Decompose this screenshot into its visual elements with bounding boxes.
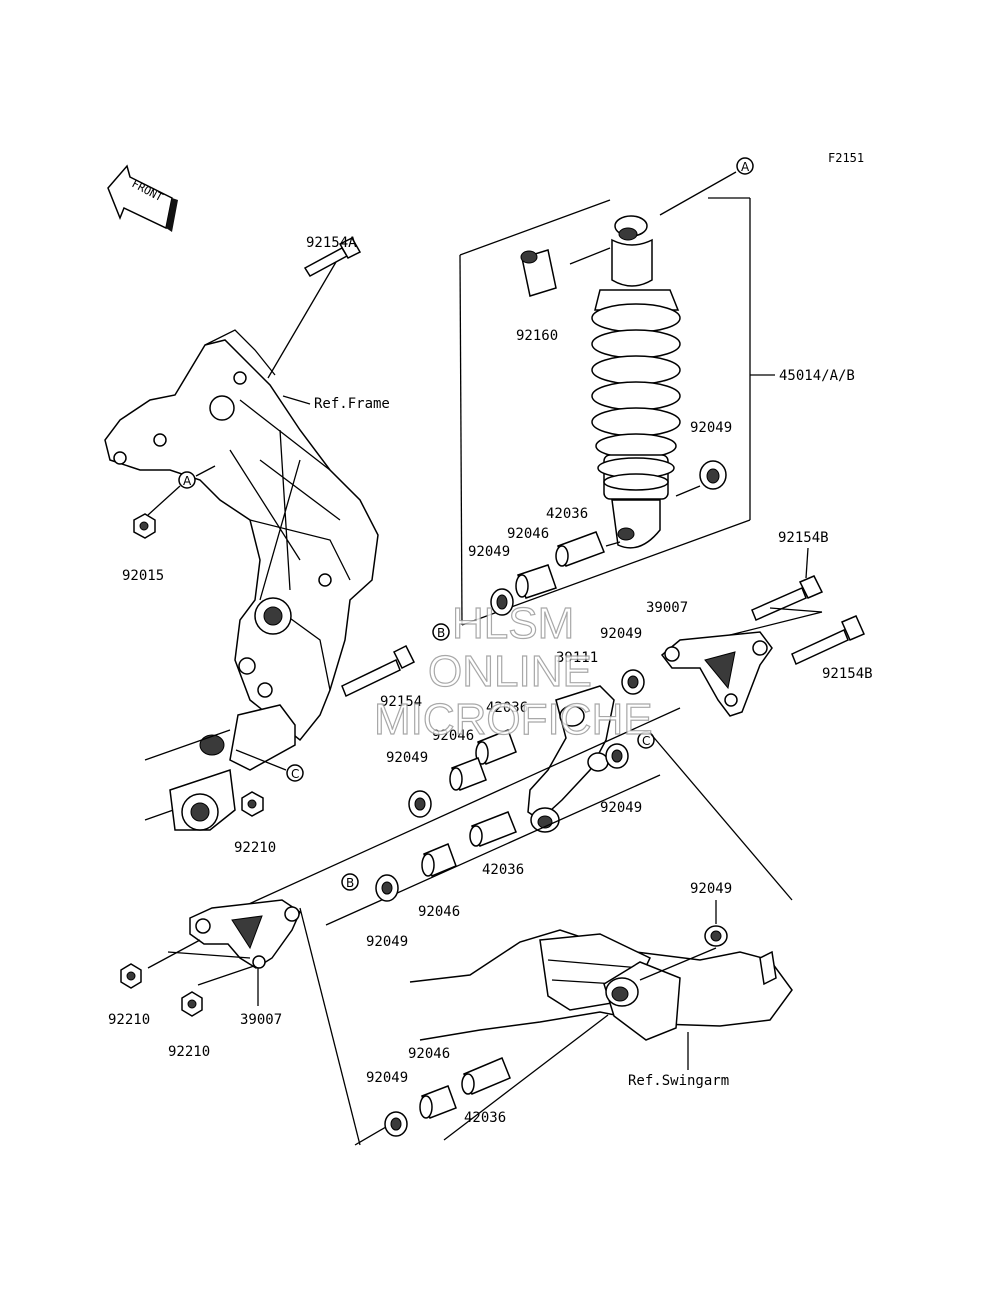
bolt-92154B-upper (751, 575, 824, 621)
seal-92049-right-2 (605, 743, 629, 769)
watermark-line-2: ONLINE (428, 647, 592, 696)
part-label-92049-swing: 92049 (690, 881, 732, 897)
ref-circle-b-upper-label: B (437, 626, 445, 640)
part-label-92210-left-2: 92210 (168, 1044, 210, 1060)
seal-92049-bot (384, 1111, 408, 1137)
part-label-39007-left: 39007 (240, 1012, 282, 1028)
part-label-42036-shock: 42036 (546, 506, 588, 522)
part-label-42036-low: 42036 (482, 862, 524, 878)
part-label-92049-bot: 92049 (366, 1070, 408, 1086)
ref-circle-a-shock-label: A (741, 160, 750, 174)
figure-code: F2151 (828, 151, 864, 165)
bearing-92046-low (421, 843, 457, 877)
part-label-92210-frame: 92210 (234, 840, 276, 856)
ref-circle-a-shock (736, 157, 754, 175)
part-label-45014: 45014/A/B (779, 368, 855, 384)
frame-part (104, 329, 379, 831)
part-label-92160: 92160 (516, 328, 558, 344)
ref-circle-c-frame-label: C (291, 767, 299, 781)
part-label-92049-shock-right: 92049 (690, 420, 732, 436)
sleeve-42036-low (469, 811, 517, 847)
seal-92049-low (375, 874, 399, 902)
part-label-92154B-lower: 92154B (822, 666, 873, 682)
ref-circle-c-right-label: C (642, 734, 650, 748)
tie-rod-39007-right (660, 631, 773, 717)
part-label-42036-mid: 42036 (486, 700, 528, 716)
ref-circle-a-frame (178, 471, 196, 489)
bolt-92154B-lower (791, 615, 865, 666)
collar-92160 (520, 249, 557, 297)
bolt-92154 (341, 644, 416, 698)
part-label-92154A: 92154A (306, 235, 357, 251)
part-label-92049-low: 92049 (366, 934, 408, 950)
part-label-92015: 92015 (122, 568, 164, 584)
seal-92049-mid (408, 790, 432, 818)
nut-92015 (133, 513, 156, 539)
front-arrow-icon: FRONT (107, 164, 178, 232)
nut-92210-left-1 (120, 963, 142, 989)
bearing-92046-shock (515, 564, 557, 599)
swingarm-part (409, 929, 793, 1041)
bolt-92154A (303, 237, 362, 277)
shock-absorber-45014 (591, 215, 681, 549)
bearing-92046-mid (449, 757, 487, 791)
seal-92049-shock-right (699, 460, 727, 490)
nut-92210-frame (241, 791, 264, 817)
rocker-arm-39111 (527, 685, 615, 833)
watermark-line-1: HLSM (452, 599, 574, 648)
ref-swingarm-label: Ref.Swingarm (628, 1073, 729, 1089)
seal-92049-shock-left (490, 588, 514, 616)
watermark: HLSM ONLINE MICROFICHE (373, 598, 653, 744)
sleeve-42036-mid (475, 729, 517, 765)
ref-circle-b-lower (341, 873, 359, 891)
part-label-92049-mid: 92049 (386, 750, 428, 766)
part-label-92049-right-1: 92049 (600, 626, 642, 642)
part-label-92049-shock-left: 92049 (468, 544, 510, 560)
bearing-92046-bot (419, 1085, 457, 1119)
nut-92210-left-2 (181, 991, 203, 1017)
part-label-39007-right: 39007 (646, 600, 688, 616)
seal-92049-right-1 (621, 669, 645, 695)
part-label-92046-bot: 92046 (408, 1046, 450, 1062)
tie-rod-39007-left (189, 899, 301, 969)
ref-circle-c-frame (286, 764, 304, 782)
part-label-92210-left-1: 92210 (108, 1012, 150, 1028)
ref-frame-label: Ref.Frame (314, 396, 390, 412)
ref-circle-b-upper (432, 623, 450, 641)
seal-92049-swing (704, 925, 728, 947)
part-label-92154: 92154 (380, 694, 422, 710)
part-label-92046-low: 92046 (418, 904, 460, 920)
part-label-92046-mid: 92046 (432, 728, 474, 744)
part-label-92046-shock: 92046 (507, 526, 549, 542)
watermark-line-3: MICROFICHE (374, 695, 653, 744)
sleeve-42036-shock (555, 531, 605, 567)
ref-circle-a-frame-label: A (183, 474, 192, 488)
part-label-92049-right-2: 92049 (600, 800, 642, 816)
sleeve-42036-bot (461, 1057, 511, 1095)
part-label-92154B-upper: 92154B (778, 530, 829, 546)
part-label-39111: 39111 (556, 650, 598, 666)
part-label-42036-bot: 42036 (464, 1110, 506, 1126)
ref-circle-b-lower-label: B (346, 876, 354, 890)
ref-circle-c-right (637, 731, 655, 749)
